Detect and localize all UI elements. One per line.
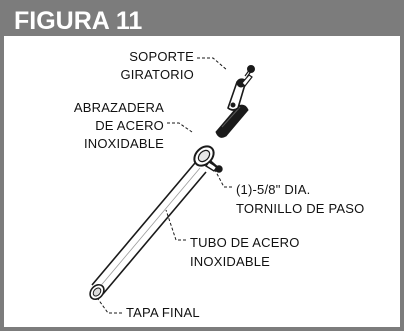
leader-end-cap	[97, 298, 122, 314]
swivel-mount	[227, 65, 255, 111]
leader-steel-clamp	[167, 122, 193, 133]
label-line: INOXIDABLE	[190, 254, 270, 269]
label-line: TUBO DE ACERO	[190, 235, 300, 250]
end-cap	[89, 283, 105, 301]
label-line: DE ACERO	[95, 118, 164, 133]
label-swivel-mount: SOPORTE GIRATORIO	[120, 49, 194, 82]
grip-sleeve	[215, 104, 249, 138]
label-line: TAPA FINAL	[126, 305, 200, 320]
label-line: INOXIDABLE	[84, 136, 164, 151]
steel-clamp	[193, 145, 219, 172]
label-line: ABRAZADERA	[74, 100, 164, 115]
steel-tube	[91, 162, 207, 295]
leader-steel-tube	[165, 209, 186, 241]
label-line: GIRATORIO	[120, 67, 194, 82]
label-line: SOPORTE	[129, 49, 194, 64]
label-steel-clamp: ABRAZADERA DE ACERO INOXIDABLE	[74, 100, 164, 151]
label-steel-tube: TUBO DE ACERO INOXIDABLE	[190, 235, 300, 269]
figure-header: FIGURA 11	[4, 4, 400, 36]
figure-title: FIGURA 11	[14, 7, 143, 35]
label-line: (1)-5/8" DIA.	[236, 182, 310, 197]
leader-carriage-bolt	[214, 169, 232, 188]
label-end-cap: TAPA FINAL	[126, 305, 200, 320]
carriage-bolt	[209, 160, 223, 173]
label-carriage-bolt: (1)-5/8" DIA. TORNILLO DE PASO	[236, 182, 364, 216]
assembly-diagram: SOPORTE GIRATORIO ABRAZADERA DE ACERO IN…	[74, 49, 364, 320]
leader-swivel-mount	[197, 57, 228, 71]
label-line: TORNILLO DE PASO	[236, 201, 364, 216]
